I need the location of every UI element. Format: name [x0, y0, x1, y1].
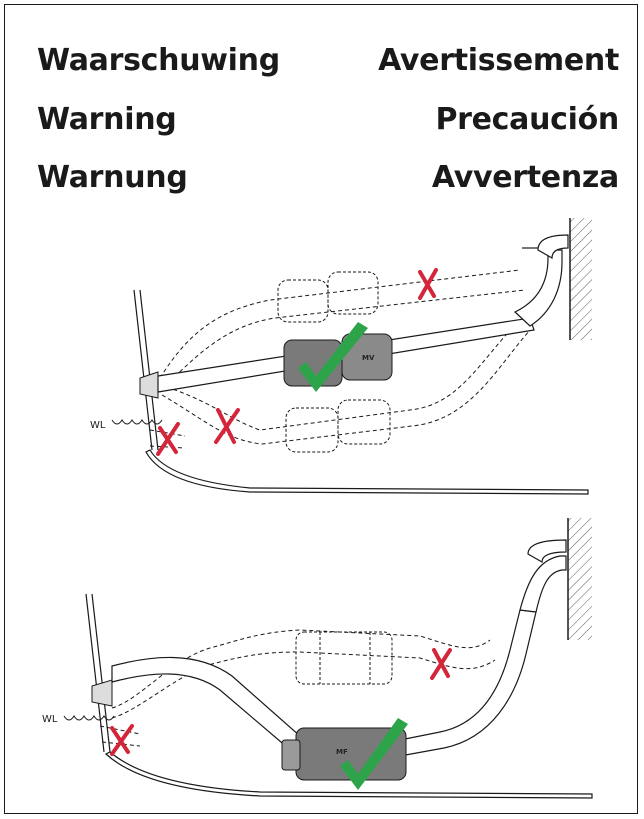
exhaust-outlet	[91, 679, 113, 707]
svg-text:WL: WL	[42, 714, 58, 725]
svg-text:WL: WL	[90, 420, 106, 431]
waterline: WL	[90, 419, 163, 431]
title-spanish: Precaución	[435, 102, 619, 137]
title-french: Avertissement	[378, 43, 619, 78]
checkmark-icon	[340, 718, 408, 790]
muffler-wrong	[295, 631, 393, 685]
hull	[145, 449, 589, 495]
transom	[133, 289, 159, 451]
cross-icon	[156, 268, 438, 456]
title-german: Warnung	[37, 160, 188, 195]
hull	[104, 751, 593, 799]
muffler-correct-bottom: MF	[281, 727, 407, 781]
muffler-wrong-upper	[277, 271, 379, 323]
bulkhead-wall	[569, 218, 592, 340]
incorrect-routes	[99, 629, 496, 747]
title-dutch: Waarschuwing	[37, 43, 280, 78]
checkmark-icon	[298, 322, 368, 392]
waterline: WL	[42, 714, 115, 725]
title-english: Warning	[37, 102, 177, 137]
diagram-top: WL	[90, 218, 592, 495]
cross-icon	[110, 648, 452, 756]
incorrect-routes	[149, 269, 531, 449]
transom	[85, 593, 111, 753]
svg-text:MF: MF	[336, 748, 348, 756]
diagram-bottom: WL MF	[42, 518, 593, 799]
title-italian: Avvertenza	[431, 160, 619, 195]
correct-route	[111, 539, 567, 757]
bulkhead-wall	[567, 518, 592, 640]
svg-text:MV: MV	[362, 354, 375, 362]
exhaust-outlet	[139, 371, 159, 399]
warning-panel: Waarschuwing Avertissement Warning Preca…	[4, 4, 638, 814]
muffler-wrong-lower	[285, 399, 391, 453]
